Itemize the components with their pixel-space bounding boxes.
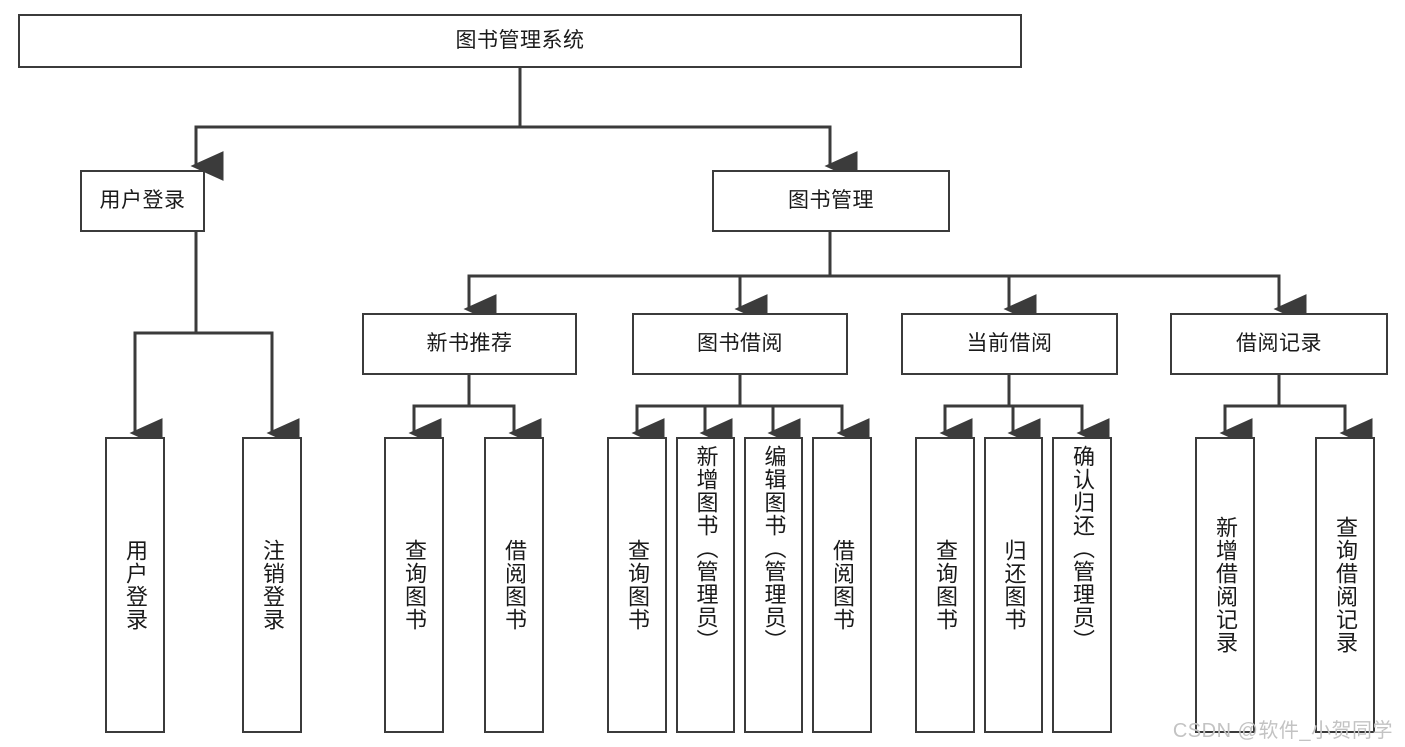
node-label: 借阅图书 bbox=[501, 539, 527, 631]
watermark-text: CSDN @软件_小贺同学 bbox=[1172, 720, 1393, 742]
node-label: 图书管理系统 bbox=[455, 29, 585, 53]
node-label: 查询借阅记录 bbox=[1332, 516, 1358, 654]
node-borrow-record[interactable]: 借阅记录 bbox=[1170, 313, 1388, 375]
node-label: 新增借阅记录 bbox=[1212, 516, 1238, 654]
node-label: 借阅图书 bbox=[829, 539, 855, 631]
leaf-query-borrow-record[interactable]: 查询借阅记录 bbox=[1315, 437, 1375, 733]
node-label: 图书管理 bbox=[788, 189, 874, 213]
node-label: 编辑图书（管理员） bbox=[761, 445, 787, 652]
leaf-borrow-book[interactable]: 借阅图书 bbox=[812, 437, 872, 733]
node-label: 用户登录 bbox=[99, 189, 186, 213]
node-user-login[interactable]: 用户登录 bbox=[80, 170, 205, 232]
node-label: 确认归还（管理员） bbox=[1069, 445, 1095, 652]
node-label: 查询图书 bbox=[624, 539, 650, 631]
node-current-borrow[interactable]: 当前借阅 bbox=[901, 313, 1118, 375]
node-label: 归还图书 bbox=[1001, 539, 1027, 631]
node-label: 查询图书 bbox=[401, 539, 427, 631]
node-label: 注销登录 bbox=[259, 539, 285, 631]
node-label: 当前借阅 bbox=[966, 332, 1053, 356]
node-label: 新增图书（管理员） bbox=[693, 445, 719, 652]
node-label: 查询图书 bbox=[932, 539, 958, 631]
node-root-system[interactable]: 图书管理系统 bbox=[18, 14, 1022, 68]
node-book-borrow[interactable]: 图书借阅 bbox=[632, 313, 848, 375]
leaf-query-book-current[interactable]: 查询图书 bbox=[915, 437, 975, 733]
leaf-user-logout[interactable]: 注销登录 bbox=[242, 437, 302, 733]
node-label: 用户登录 bbox=[122, 539, 148, 631]
node-new-book-recommend[interactable]: 新书推荐 bbox=[362, 313, 577, 375]
leaf-add-borrow-record[interactable]: 新增借阅记录 bbox=[1195, 437, 1255, 733]
leaf-query-book-borrow[interactable]: 查询图书 bbox=[607, 437, 667, 733]
leaf-confirm-return-admin[interactable]: 确认归还（管理员） bbox=[1052, 437, 1112, 733]
leaf-return-book[interactable]: 归还图书 bbox=[984, 437, 1043, 733]
leaf-user-login[interactable]: 用户登录 bbox=[105, 437, 165, 733]
leaf-add-book-admin[interactable]: 新增图书（管理员） bbox=[676, 437, 735, 733]
node-label: 新书推荐 bbox=[426, 332, 513, 356]
node-label: 图书借阅 bbox=[697, 332, 783, 356]
leaf-edit-book-admin[interactable]: 编辑图书（管理员） bbox=[744, 437, 803, 733]
leaf-query-book-recommend[interactable]: 查询图书 bbox=[384, 437, 444, 733]
node-book-management[interactable]: 图书管理 bbox=[712, 170, 950, 232]
leaf-borrow-book-recommend[interactable]: 借阅图书 bbox=[484, 437, 544, 733]
node-label: 借阅记录 bbox=[1236, 332, 1322, 356]
